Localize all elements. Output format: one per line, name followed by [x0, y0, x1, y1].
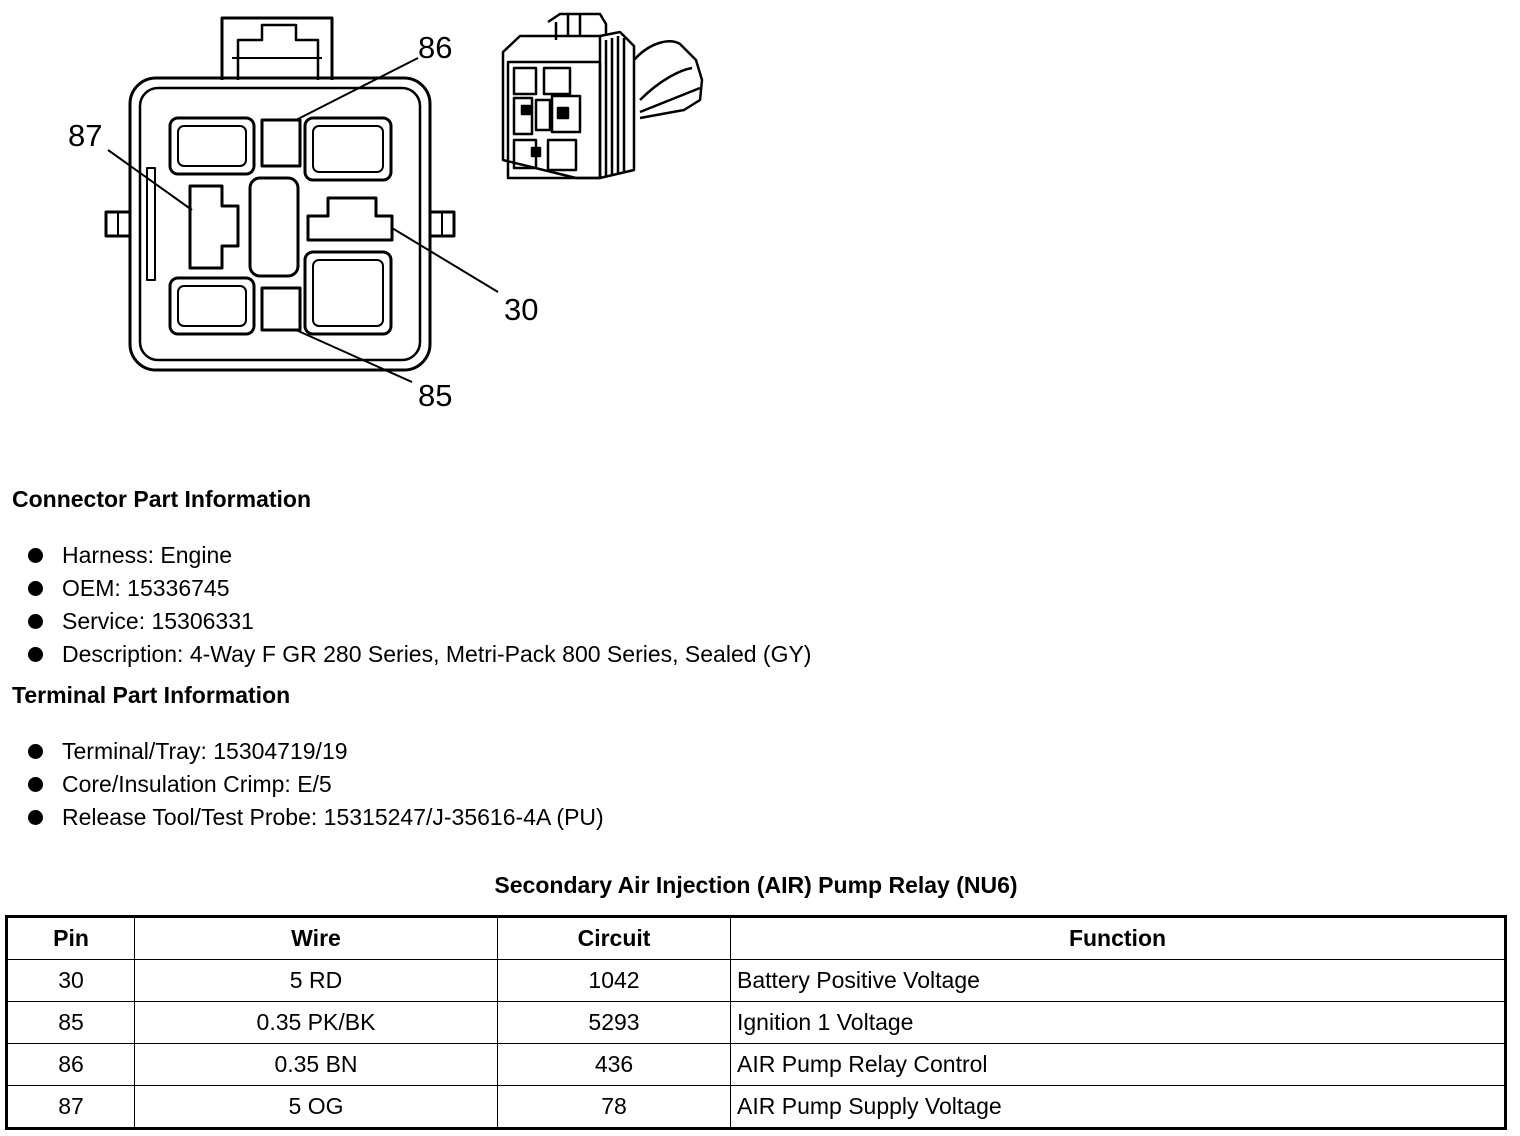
- pinout-table: Pin Wire Circuit Function 30 5 RD 1042 B…: [5, 915, 1507, 1130]
- cell-function: Ignition 1 Voltage: [730, 1001, 1506, 1044]
- cell-wire: 5 RD: [134, 959, 498, 1002]
- bullet-icon: [28, 647, 43, 662]
- list-item: Description: 4-Way F GR 280 Series, Metr…: [28, 638, 811, 671]
- leader-30: [391, 227, 499, 293]
- leader-87: [107, 149, 193, 211]
- pin-label-30: 30: [504, 292, 538, 327]
- connector-info-list: Harness: Engine OEM: 15336745 Service: 1…: [28, 539, 811, 671]
- table-header-row: Pin Wire Circuit Function: [6, 916, 1506, 960]
- cell-circuit: 436: [497, 1043, 731, 1086]
- connector-isometric-view: [501, 12, 704, 180]
- cell-pin: 85: [6, 1001, 135, 1044]
- cell-wire: 0.35 PK/BK: [134, 1001, 498, 1044]
- cell-wire: 5 OG: [134, 1085, 498, 1129]
- cell-wire: 0.35 BN: [134, 1043, 498, 1086]
- list-item: OEM: 15336745: [28, 572, 811, 605]
- list-item: Core/Insulation Crimp: E/5: [28, 768, 604, 801]
- terminal-info-heading: Terminal Part Information: [12, 682, 291, 708]
- table-row: 85 0.35 PK/BK 5293 Ignition 1 Voltage: [6, 1001, 1506, 1044]
- cell-circuit: 5293: [497, 1001, 731, 1044]
- pin-label-85: 85: [418, 378, 452, 413]
- leader-85: [295, 329, 413, 383]
- column-header-wire: Wire: [134, 916, 498, 960]
- list-item: Release Tool/Test Probe: 15315247/J-3561…: [28, 801, 604, 834]
- list-item: Service: 15306331: [28, 605, 811, 638]
- bullet-icon: [28, 548, 43, 563]
- cell-circuit: 78: [497, 1085, 731, 1129]
- column-header-circuit: Circuit: [497, 916, 731, 960]
- cell-function: AIR Pump Relay Control: [730, 1043, 1506, 1086]
- pin-label-86: 86: [418, 30, 452, 65]
- bullet-icon: [28, 614, 43, 629]
- cell-pin: 86: [6, 1043, 135, 1086]
- pin-label-87: 87: [68, 118, 102, 153]
- table-title: Secondary Air Injection (AIR) Pump Relay…: [494, 872, 1018, 898]
- table-row: 87 5 OG 78 AIR Pump Supply Voltage: [6, 1085, 1506, 1129]
- list-item: Harness: Engine: [28, 539, 811, 572]
- cell-function: AIR Pump Supply Voltage: [730, 1085, 1506, 1129]
- cell-function: Battery Positive Voltage: [730, 959, 1506, 1002]
- table-row: 30 5 RD 1042 Battery Positive Voltage: [6, 959, 1506, 1002]
- cell-pin: 30: [6, 959, 135, 1002]
- leader-86: [295, 57, 419, 121]
- connector-info-heading: Connector Part Information: [12, 486, 312, 512]
- column-header-function: Function: [730, 916, 1506, 960]
- bullet-icon: [28, 810, 43, 825]
- cell-pin: 87: [6, 1085, 135, 1129]
- terminal-info-list: Terminal/Tray: 15304719/19 Core/Insulati…: [28, 735, 604, 834]
- bullet-icon: [28, 744, 43, 759]
- cell-circuit: 1042: [497, 959, 731, 1002]
- table-row: 86 0.35 BN 436 AIR Pump Relay Control: [6, 1043, 1506, 1086]
- column-header-pin: Pin: [6, 916, 135, 960]
- connector-diagram: 86 87 30 85: [68, 12, 704, 413]
- bullet-icon: [28, 581, 43, 596]
- list-item: Terminal/Tray: 15304719/19: [28, 735, 604, 768]
- bullet-icon: [28, 777, 43, 792]
